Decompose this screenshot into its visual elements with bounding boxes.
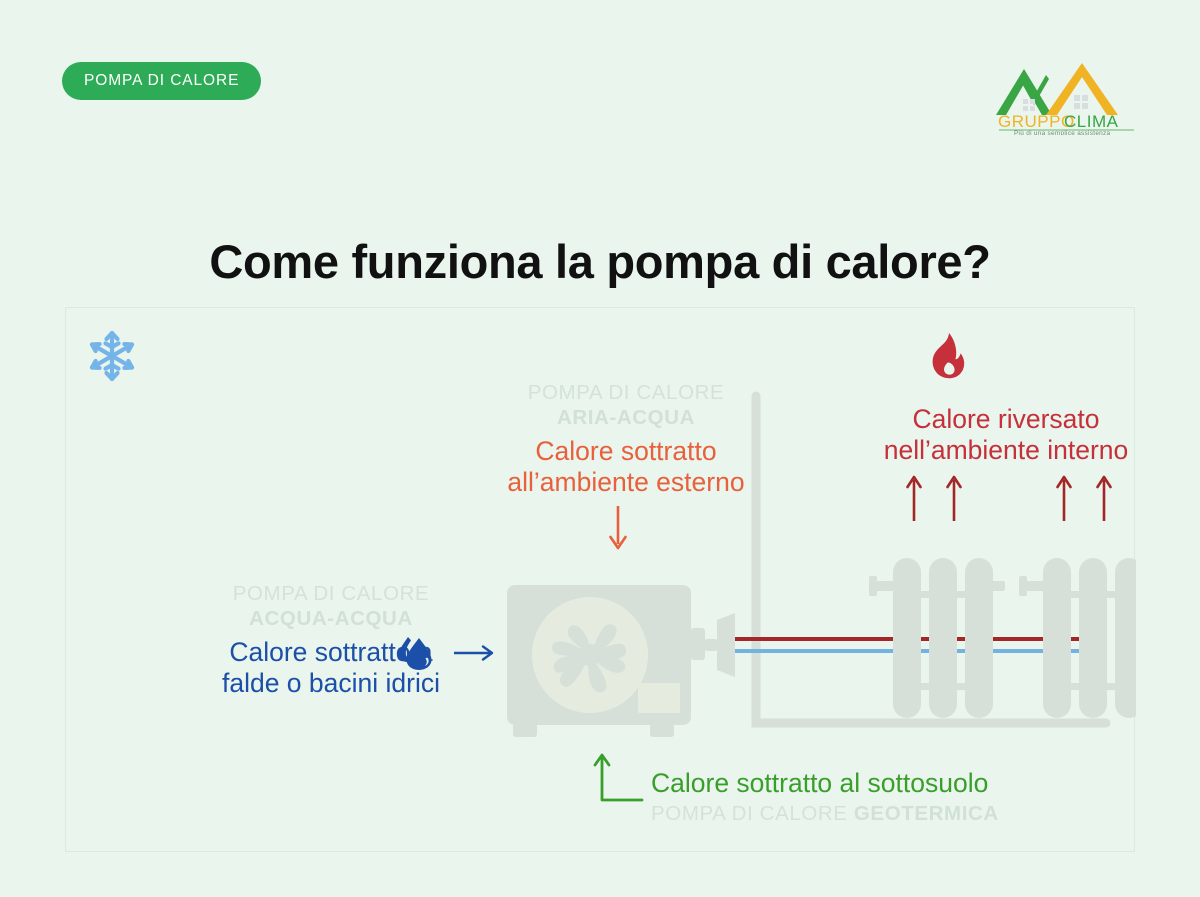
label-water-water-kicker-line2: ACQUA-ACQUA xyxy=(249,607,413,630)
label-air-water-kicker-line2: ARIA-ACQUA xyxy=(556,406,696,429)
label-geothermal-kicker-line1: POMPA DI CALORE xyxy=(651,802,854,826)
radiator-left xyxy=(869,558,1005,718)
logo-tagline: Più di una semplice assistenza xyxy=(1014,130,1111,135)
radiator-right xyxy=(1019,558,1136,718)
label-geothermal-main-line1: Calore sottratto al sottosuolo xyxy=(651,768,989,798)
label-air-water-kicker-line1: POMPA DI CALORE xyxy=(527,381,725,404)
label-geothermal-main: Calore sottratto al sottosuolo xyxy=(651,768,1111,799)
label-geothermal-kicker: POMPA DI CALORE GEOTERMICA xyxy=(651,801,1111,826)
label-air-water-main-line2: all’ambiente esterno xyxy=(507,467,745,498)
label-water-water: POMPA DI CALORE ACQUA-ACQUA Calore sottr… xyxy=(151,581,511,700)
arrow-up-icon-1 xyxy=(904,473,924,526)
label-air-water-kicker: POMPA DI CALORE ARIA-ACQUA xyxy=(456,380,796,430)
water-source-indicator xyxy=(396,633,496,678)
snowflake-icon xyxy=(84,328,140,384)
page-title: Come funziona la pompa di calore? xyxy=(209,235,991,289)
label-indoor-heat-main: Calore riversato nell’ambiente interno xyxy=(836,404,1176,467)
label-water-water-main-line2: falde o bacini idrici xyxy=(221,668,440,699)
logo-name-part2: CLIMA xyxy=(1064,112,1119,131)
label-water-water-kicker-line1: POMPA DI CALORE xyxy=(232,582,430,605)
label-air-water-main-line1: Calore sottratto xyxy=(535,436,717,466)
label-indoor-heat-main-line2: nell’ambiente interno xyxy=(883,435,1129,466)
label-geothermal: Calore sottratto al sottosuolo POMPA DI … xyxy=(651,768,1111,826)
gruppoclima-logo: GRUPPO CLIMA Più di una semplice assiste… xyxy=(994,55,1146,135)
page-badge: POMPA DI CALORE xyxy=(62,62,262,100)
arrow-right-icon xyxy=(452,643,496,668)
heat-pump-unit xyxy=(507,585,735,737)
label-indoor-heat: Calore riversato nell’ambiente interno xyxy=(836,398,1176,467)
label-air-water: POMPA DI CALORE ARIA-ACQUA Calore sottra… xyxy=(456,380,796,499)
label-water-water-kicker: POMPA DI CALORE ACQUA-ACQUA xyxy=(151,581,511,631)
label-indoor-heat-main-line1: Calore riversato xyxy=(912,404,1100,434)
page-badge-label: POMPA DI CALORE xyxy=(84,72,240,89)
label-water-water-main-line1: Calore sottratto a xyxy=(229,637,433,667)
arrow-up-icon-4 xyxy=(1094,473,1114,526)
arrow-up-elbow-icon xyxy=(586,748,646,813)
label-geothermal-kicker-line2: GEOTERMICA xyxy=(853,802,999,826)
arrow-up-icon-3 xyxy=(1054,473,1074,526)
logo-name-part1: GRUPPO xyxy=(998,112,1075,131)
diagram-panel: POMPA DI CALORE ARIA-ACQUA Calore sottra… xyxy=(65,307,1136,852)
water-drops-icon xyxy=(396,633,436,678)
arrow-down-icon xyxy=(606,506,630,557)
label-water-water-main: Calore sottratto a falde o bacini idrici xyxy=(151,637,511,700)
label-air-water-main: Calore sottratto all’ambiente esterno xyxy=(456,436,796,499)
arrow-up-icon-2 xyxy=(944,473,964,526)
flame-icon xyxy=(927,332,967,380)
